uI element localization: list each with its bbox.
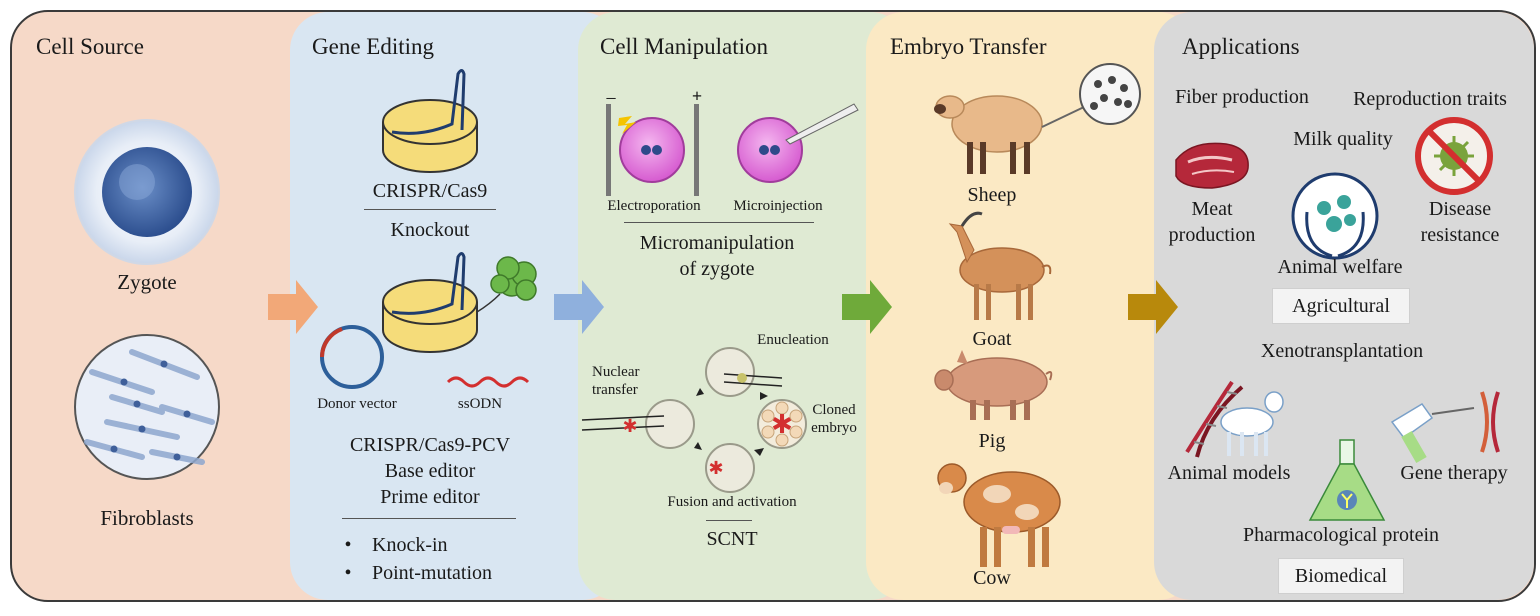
scnt-label: SCNT: [706, 528, 758, 550]
cas9-knockin-icon: [382, 252, 537, 353]
micromanipulation-label: Micromanipulation: [639, 232, 795, 254]
zygote-manipulation-label: of zygote: [679, 258, 755, 280]
nuclear-transfer-label: Nuclear: [592, 364, 640, 380]
effector-domain-icon: [490, 256, 537, 301]
animal-welfare-label: Animal welfare: [1277, 256, 1403, 278]
zygote-label: Zygote: [117, 270, 177, 294]
dna-lamb-icon: [1185, 380, 1284, 458]
xenotransplantation-label: Xenotransplantation: [1260, 340, 1424, 362]
sheep-label: Sheep: [967, 184, 1017, 206]
arrow-right-icon: [554, 280, 604, 334]
crispr-label: CRISPR/Cas9: [372, 180, 488, 202]
svg-text:✱: ✱: [771, 410, 793, 439]
gene-therapy-label: Gene therapy: [1400, 462, 1508, 484]
workflow-diagram: Cell Source Gene Editing Cell Manipulati…: [10, 10, 1536, 602]
gene-therapy-icon: [1390, 391, 1500, 463]
scnt-diagram: ✱ ✱ ✱: [581, 347, 807, 493]
zygote-icon: [74, 119, 220, 265]
microinjection-icon: [737, 103, 859, 183]
enucleation-label: Enucleation: [757, 332, 829, 348]
method-prime-editor: Prime editor: [380, 486, 480, 508]
flask-icon: [1308, 439, 1386, 521]
sheep-icon: [934, 63, 1141, 174]
illustrations: ✱ ✱ ✱: [74, 63, 1500, 567]
goat-icon: [948, 211, 1052, 320]
divider: [342, 518, 516, 519]
bullet: •: [344, 562, 352, 584]
ssodn-label: ssODN: [457, 396, 503, 412]
disease-resistance-label-2: resistance: [1420, 224, 1500, 246]
cow-icon: [937, 463, 1061, 567]
arrow-right-icon: [268, 280, 318, 334]
milk-quality-label: Milk quality: [1293, 128, 1393, 150]
method-crispr-pcv: CRISPR/Cas9-PCV: [349, 434, 511, 456]
electroporation-icon: [606, 104, 699, 196]
donor-vector-label: Donor vector: [317, 396, 397, 412]
method-base-editor: Base editor: [384, 460, 476, 482]
cow-label: Cow: [973, 567, 1011, 589]
donor-vector-icon: [320, 325, 384, 389]
pharmacological-protein-label: Pharmacological protein: [1242, 524, 1440, 546]
ssodn-icon: [446, 376, 530, 388]
animal-welfare-icon: [1291, 172, 1379, 260]
nuclear-transfer-label-2: transfer: [592, 382, 638, 398]
gene-editing-title: Gene Editing: [312, 34, 434, 59]
reproduction-traits-label: Reproduction traits: [1353, 88, 1507, 110]
svg-text:✱: ✱: [708, 458, 723, 478]
no-virus-icon: [1415, 117, 1493, 195]
agricultural-label: Agricultural: [1272, 288, 1410, 324]
fusion-label: Fusion and activation: [667, 494, 797, 510]
divider: [364, 209, 496, 210]
divider: [624, 222, 814, 223]
microinjection-label: Microinjection: [733, 198, 823, 214]
pig-label: Pig: [978, 430, 1006, 452]
fiber-production-label: Fiber production: [1175, 86, 1309, 108]
cloned-embryo-label: Cloned: [812, 402, 856, 418]
meat-production-label-2: production: [1168, 224, 1256, 246]
cell-source-title: Cell Source: [36, 34, 144, 59]
outcome-point-mutation: Point-mutation: [372, 562, 492, 584]
bullet: •: [344, 534, 352, 556]
cas9-icon: [382, 69, 478, 173]
cloned-embryo-label-2: embryo: [811, 420, 857, 436]
cell-manipulation-title: Cell Manipulation: [600, 34, 769, 59]
lightning-icon: [618, 116, 636, 134]
arrow-right-icon: [1128, 280, 1178, 334]
arrow-right-icon: [842, 280, 892, 334]
meat-icon: [1175, 142, 1249, 189]
fibroblasts-icon: [74, 334, 220, 480]
goat-label: Goat: [972, 328, 1012, 350]
embryo-transfer-title: Embryo Transfer: [890, 34, 1047, 59]
fibroblasts-label: Fibroblasts: [100, 506, 194, 530]
disease-resistance-label: Disease: [1428, 198, 1492, 220]
svg-text:✱: ✱: [622, 416, 637, 436]
animal-models-label: Animal models: [1167, 462, 1291, 484]
plus-sign: +: [691, 86, 703, 106]
minus-sign: −: [605, 88, 617, 110]
biomedical-label: Biomedical: [1278, 558, 1404, 594]
divider: [706, 520, 752, 521]
outcome-knock-in: Knock-in: [372, 534, 448, 556]
meat-production-label: Meat: [1191, 198, 1233, 220]
pig-icon: [934, 350, 1053, 420]
applications-title: Applications: [1182, 34, 1300, 59]
knockout-label: Knockout: [390, 219, 470, 241]
electroporation-label: Electroporation: [607, 198, 701, 214]
